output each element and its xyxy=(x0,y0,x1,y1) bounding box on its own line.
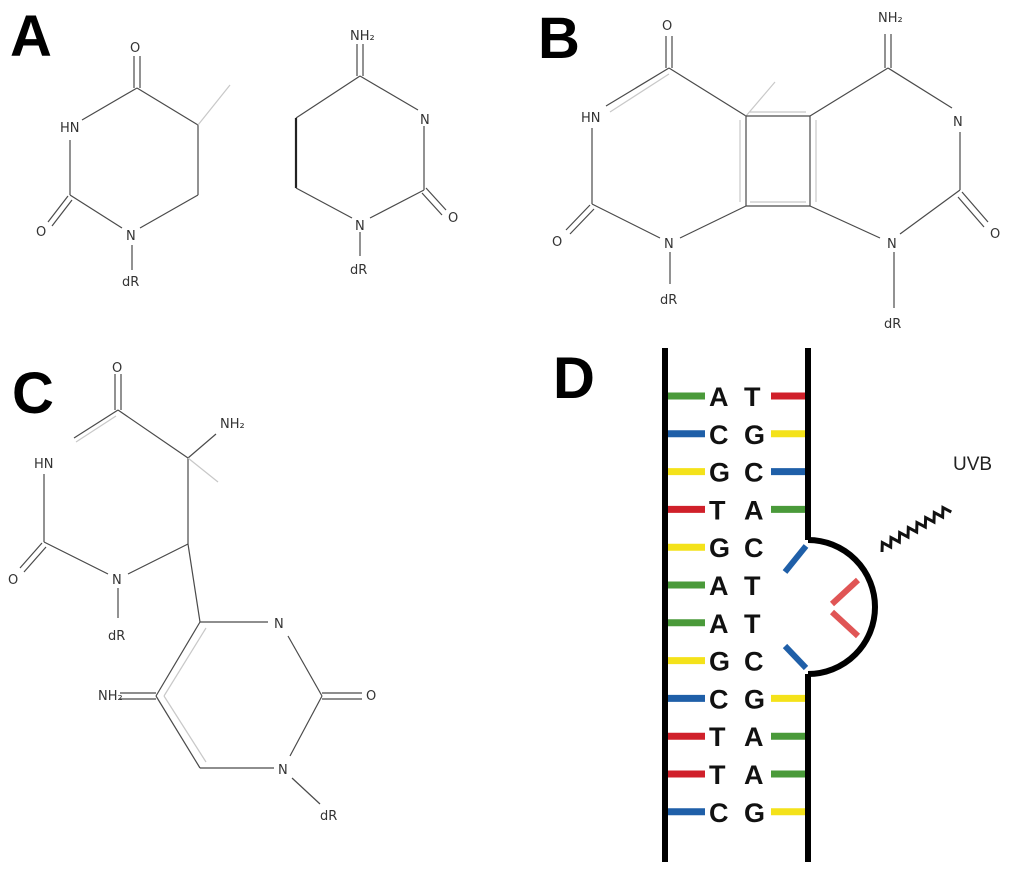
left-base-letter: C xyxy=(709,798,729,828)
atom-nh2: NH₂ xyxy=(98,689,123,704)
right-base-letter: A xyxy=(744,495,764,525)
left-base-letter: G xyxy=(709,458,730,488)
panel-label-c: C xyxy=(12,361,54,426)
panel-label-d: D xyxy=(553,346,595,411)
right-base-letter: T xyxy=(744,609,761,639)
atom-o-top: O xyxy=(662,19,672,34)
right-base-letter: C xyxy=(744,647,764,677)
atom-o-left: O xyxy=(8,573,18,588)
left-base-letter: A xyxy=(709,382,729,412)
atom-o-left: O xyxy=(552,235,562,250)
right-base-letter: G xyxy=(744,798,765,828)
atom-dr: dR xyxy=(122,275,139,290)
atom-n: N xyxy=(355,219,365,234)
left-base-letter: C xyxy=(709,684,729,714)
atom-o-top: O xyxy=(112,361,122,376)
left-base-letter: T xyxy=(709,760,726,790)
panel-a-dihydrouracil: O HN O N dR xyxy=(36,41,231,290)
lesion-bond-upper xyxy=(829,577,861,607)
right-base-letter: T xyxy=(744,382,761,412)
atom-hn: HN xyxy=(34,457,54,472)
atom-n-top: N xyxy=(274,617,284,632)
left-base-letter: T xyxy=(709,722,726,752)
atom-n-top: N xyxy=(953,115,963,130)
left-base-letter: G xyxy=(709,533,730,563)
right-base-letter: A xyxy=(744,760,764,790)
left-base-letter: A xyxy=(709,609,729,639)
atom-nh2: NH₂ xyxy=(878,11,903,26)
left-base-letter: C xyxy=(709,420,729,450)
atom-hn: HN xyxy=(581,111,601,126)
right-base-letter: G xyxy=(744,420,765,450)
atom-o: O xyxy=(990,227,1000,242)
right-base-letter: G xyxy=(744,684,765,714)
panel-label-b: B xyxy=(538,6,580,71)
flipped-base-bottom xyxy=(782,643,809,671)
atom-nh2: NH₂ xyxy=(350,29,375,44)
atom-n-top: N xyxy=(420,113,430,128)
atom-n: N xyxy=(278,763,288,778)
atom-hn: HN xyxy=(60,121,80,136)
dna-bulge-loop xyxy=(807,537,878,677)
left-base-letter: A xyxy=(709,571,729,601)
panel-label-a: A xyxy=(10,4,52,69)
right-base-letter: C xyxy=(744,458,764,488)
atom-n: N xyxy=(112,573,122,588)
atom-dr: dR xyxy=(108,629,125,644)
atom-n: N xyxy=(126,229,136,244)
atom-dr: dR xyxy=(320,809,337,824)
uvb-ray-icon xyxy=(880,505,952,553)
panel-c-photoproduct: O HN NH₂ O N dR N NH₂ O N dR xyxy=(8,361,376,824)
atom-o-left: O xyxy=(36,225,46,240)
atom-nh2: NH₂ xyxy=(220,417,245,432)
atom-dr: dR xyxy=(350,263,367,278)
flipped-base-top xyxy=(782,544,809,574)
atom-n: N xyxy=(887,237,897,252)
panel-b-cyclobutane-dimer: O HN O N dR NH₂ N O N dR xyxy=(552,11,1000,332)
left-base-letter: G xyxy=(709,647,730,677)
atom-o: O xyxy=(448,211,458,226)
atom-n: N xyxy=(664,237,674,252)
atom-dr: dR xyxy=(660,293,677,308)
atom-dr: dR xyxy=(884,317,901,332)
right-base-letter: A xyxy=(744,722,764,752)
right-base-letter: T xyxy=(744,571,761,601)
right-base-letter: C xyxy=(744,533,764,563)
lesion-bond-lower xyxy=(829,609,861,639)
uvb-label: UVB xyxy=(953,454,992,475)
left-base-letter: T xyxy=(709,495,726,525)
atom-o: O xyxy=(366,689,376,704)
panel-a-dihydrocytosine: NH₂ N O N dR xyxy=(294,29,458,278)
atom-o-top: O xyxy=(130,41,140,56)
